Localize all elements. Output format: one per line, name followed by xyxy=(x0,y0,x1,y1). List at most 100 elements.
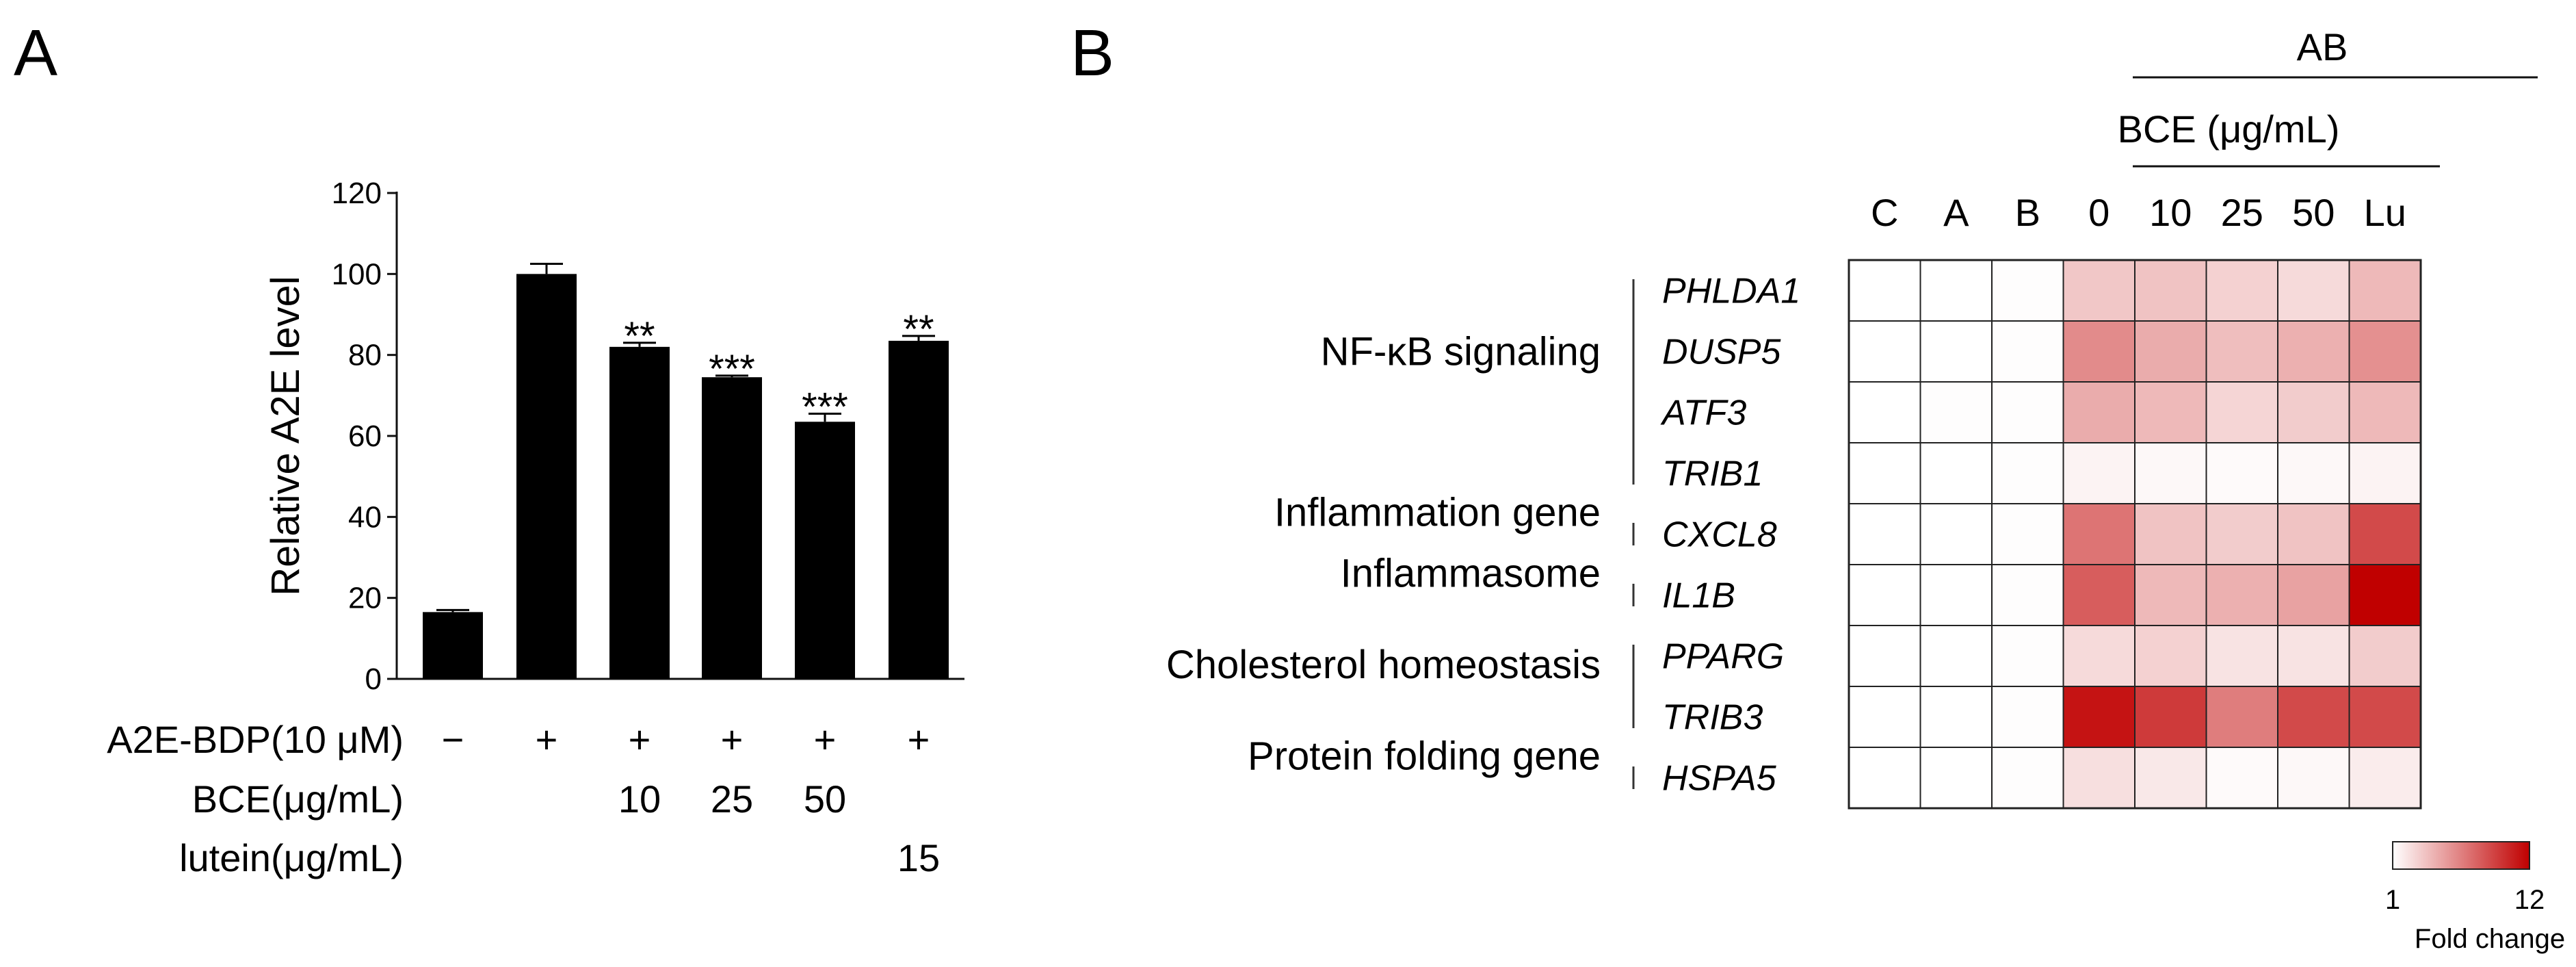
bar xyxy=(889,340,949,679)
heatmap-cell xyxy=(2205,259,2278,322)
significance-mark: ** xyxy=(903,307,934,352)
gene-label: PPARG xyxy=(1662,637,1784,677)
heatmap-cell xyxy=(2134,381,2207,443)
y-axis-label: Relative A2E level xyxy=(263,276,308,595)
treatment-value: + xyxy=(536,718,558,761)
heatmap-cell xyxy=(2062,625,2135,687)
heatmap-cell xyxy=(1848,564,1921,626)
heatmap-cell xyxy=(2205,503,2278,565)
bar xyxy=(423,612,483,679)
heatmap-cell xyxy=(1919,381,1993,443)
heatmap-cell xyxy=(2134,442,2207,504)
bar xyxy=(516,274,577,679)
heatmap-cell xyxy=(2277,381,2350,443)
significance-mark: *** xyxy=(802,385,848,429)
significance-mark: *** xyxy=(709,347,755,391)
heatmap-cell xyxy=(2205,564,2278,626)
heatmap-cell xyxy=(1991,503,2064,565)
heatmap-cell xyxy=(2134,259,2207,322)
heatmap-cell xyxy=(1919,442,1993,504)
heatmap-cell xyxy=(1919,686,1993,748)
treatment-row-label: BCE(μg/mL) xyxy=(192,777,404,821)
treatment-value: + xyxy=(721,718,744,761)
treatment-value: 25 xyxy=(711,777,753,821)
y-tick-label: 120 xyxy=(332,177,382,210)
treatment-row-label: lutein(μg/mL) xyxy=(179,836,404,879)
y-tick-label: 80 xyxy=(348,339,382,372)
treatment-value: − xyxy=(442,718,464,761)
panel-b-letter: B xyxy=(1070,16,1114,90)
heatmap-cell xyxy=(2277,564,2350,626)
treatment-value: + xyxy=(908,718,930,761)
column-label: 0 xyxy=(2088,191,2110,234)
y-tick-label: 0 xyxy=(365,662,382,696)
heatmap-cell xyxy=(1991,625,2064,687)
heatmap-cell xyxy=(2134,686,2207,748)
heatmap-cell xyxy=(2348,686,2421,748)
column-label: 50 xyxy=(2292,191,2335,234)
bar xyxy=(609,346,670,679)
heatmap-cell xyxy=(2205,320,2278,383)
heatmap-cell xyxy=(2277,320,2350,383)
heatmap-cell xyxy=(2348,747,2421,809)
heatmap-cell xyxy=(1848,686,1921,748)
heatmap-cell xyxy=(2134,320,2207,383)
heatmap-cell xyxy=(1848,442,1921,504)
heatmap-cell xyxy=(1848,625,1921,687)
heatmap-cell xyxy=(2062,442,2135,504)
gene-label: ATF3 xyxy=(1660,394,1746,433)
category-label: Inflammation gene xyxy=(1274,491,1601,535)
heatmap-cell xyxy=(1919,747,1993,809)
heatmap-cell xyxy=(1991,442,2064,504)
heatmap-cell xyxy=(1991,564,2064,626)
treatment-value: 10 xyxy=(618,777,661,821)
heatmap-cell xyxy=(2348,259,2421,322)
heatmap-cell xyxy=(2134,625,2207,687)
gene-label: HSPA5 xyxy=(1662,759,1777,799)
heatmap-cell xyxy=(1919,564,1993,626)
significance-mark: ** xyxy=(624,314,655,359)
colorbar-title: Fold change xyxy=(2415,924,2565,954)
heatmap-cell xyxy=(1919,625,1993,687)
subgroup-header: BCE (μg/mL) xyxy=(2118,107,2340,151)
y-tick-label: 100 xyxy=(332,257,382,291)
heatmap-cell xyxy=(2134,747,2207,809)
heatmap-cell xyxy=(2277,747,2350,809)
heatmap-cell xyxy=(2348,564,2421,626)
category-label: NF-κB signaling xyxy=(1321,330,1601,374)
column-label: A xyxy=(1943,191,1969,234)
heatmap-cell xyxy=(1919,503,1993,565)
heatmap-cell xyxy=(1848,259,1921,322)
heatmap-border xyxy=(1848,259,2422,810)
column-label: 10 xyxy=(2149,191,2192,234)
gene-label: CXCL8 xyxy=(1662,515,1777,555)
heatmap-cell xyxy=(2062,320,2135,383)
heatmap-cell xyxy=(2062,747,2135,809)
column-label: C xyxy=(1871,191,1898,234)
treatment-value: 50 xyxy=(804,777,846,821)
heatmap-cell xyxy=(1991,259,2064,322)
heatmap-cell xyxy=(2277,503,2350,565)
heatmap-cell xyxy=(2134,564,2207,626)
heatmap-cell xyxy=(1919,320,1993,383)
heatmap-cell xyxy=(2062,686,2135,748)
gene-label: TRIB3 xyxy=(1662,698,1763,738)
heatmap-cell xyxy=(2277,259,2350,322)
heatmap-cell xyxy=(2062,564,2135,626)
column-label: 25 xyxy=(2221,191,2263,234)
gene-label: PHLDA1 xyxy=(1662,272,1800,311)
heatmap-cell xyxy=(2277,442,2350,504)
category-label: Cholesterol homeostasis xyxy=(1166,643,1601,687)
heatmap-cell xyxy=(2134,503,2207,565)
heatmap-cell xyxy=(2277,686,2350,748)
column-label: B xyxy=(2015,191,2040,234)
colorbar xyxy=(2392,841,2530,870)
treatment-value: + xyxy=(629,718,651,761)
category-label: Protein folding gene xyxy=(1248,734,1601,779)
gene-label: TRIB1 xyxy=(1662,454,1763,494)
heatmap-cell xyxy=(2205,625,2278,687)
bar xyxy=(702,377,762,679)
heatmap-cell xyxy=(1848,320,1921,383)
